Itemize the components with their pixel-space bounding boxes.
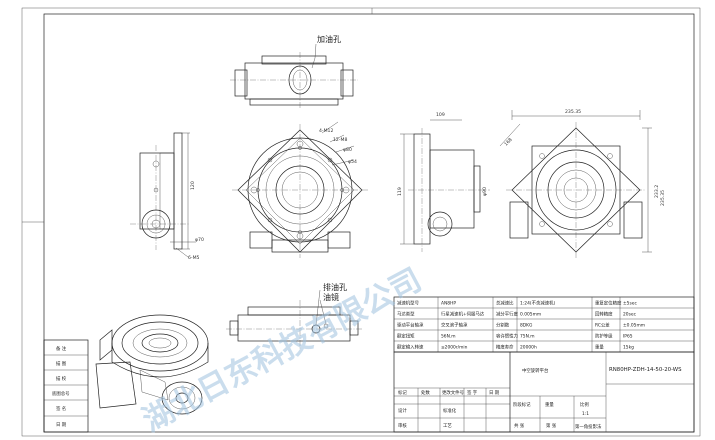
spec-r1-c1: 行星减速机+伺服马达 [441, 311, 485, 318]
spec-r1-c5: 20sec [623, 312, 637, 318]
spec-r1-c0: 马达类型 [397, 311, 415, 318]
tb-row2-c2: 标准化 [443, 407, 457, 414]
spec-table-grid [393, 296, 695, 353]
dim-right-4: 235.35 [660, 190, 666, 206]
spec-r0-c0: 减速机型号 [397, 300, 420, 307]
spec-r2-c2: 分割数 [496, 322, 510, 329]
left-stamp-column [43, 339, 89, 433]
spec-r3-c0: 额定扭矩 [397, 333, 415, 340]
spec-r1-c2: 减分平行度 [496, 311, 519, 318]
spec-r4-c5: 15kg [623, 345, 634, 351]
dim-top: 109 [436, 112, 445, 118]
spec-r0-c4: 重复定位精度 [595, 300, 622, 307]
spec-r0-c3: 1:24(不含减速机) [520, 300, 556, 307]
spec-r3-c2: 容许惯性力 [496, 333, 518, 340]
model-number: RN80HP-ZDH-14-50-20-WS [609, 367, 682, 373]
spec-r0-c1: AN8HP [441, 301, 456, 307]
dim-left-1: 120 [190, 181, 196, 190]
spec-r2-c1: 交叉滚子轴承 [441, 322, 468, 329]
tb-row2-c4: 阶段标记 [513, 401, 531, 408]
spec-r1-c3: 0.005mm [520, 312, 541, 318]
outer-frame [21, 7, 701, 437]
bottom-view [226, 289, 362, 350]
top-view [230, 43, 358, 108]
dim-right-1: 235.35 [565, 109, 581, 115]
stamp-label-0: 备 注 [56, 345, 67, 352]
spec-r4-c3: 20000h [520, 345, 537, 351]
tb-row2-c6: 比例 [580, 401, 589, 408]
spec-r3-c4: 防护等级 [595, 333, 613, 340]
dim-front-3: φ80 [343, 147, 352, 153]
spec-r2-c3: 8DKG [520, 323, 533, 329]
spec-r4-c2: 精度寿命 [496, 344, 514, 351]
spec-r0-c2: 总减速比 [496, 300, 514, 307]
drawing-name: 中空旋转平台 [522, 367, 549, 374]
tb-row1-c1: 处数 [421, 389, 430, 396]
tb-row1-c3: 签 字 [467, 389, 478, 396]
spec-r1-c4: 回转精度 [595, 311, 613, 318]
scale-value: 1:1 [582, 411, 589, 417]
spec-r0-c5: ±5sec [623, 301, 637, 307]
dim-front-2: 12-M8 [333, 137, 347, 143]
tb-row2-c5: 重量 [545, 401, 554, 408]
tb-row1-c0: 标记 [398, 389, 407, 396]
sight-glass-label: 油镜 [323, 292, 339, 302]
drain-hole-label: 排油孔 [323, 282, 347, 292]
dim-right-3: 168 [503, 137, 513, 147]
dim-left-3: 6-M5 [188, 255, 200, 261]
spec-table: 减速机型号 AN8HP 总减速比 1:24(不含减速机) 重复定位精度 ±5se… [397, 300, 645, 351]
fill-hole-label: 加油孔 [317, 34, 341, 44]
spec-r4-c0: 额定输入转速 [397, 344, 424, 351]
tb-row2-c0: 设计 [398, 407, 407, 414]
tb-row3-c0: 审核 [398, 422, 407, 429]
spec-r4-c1: ≤2000r/min [441, 345, 468, 351]
spec-r4-c4: 重量 [595, 344, 604, 351]
tb-row3-c5: 第 张 [546, 422, 557, 429]
dim-right-2: 233.2 [654, 185, 660, 198]
stamp-label-3: 底图总号 [52, 390, 70, 397]
tb-row1-c4: 日 期 [489, 390, 500, 396]
isometric-view [95, 314, 209, 415]
dim-front-1: 4-M12 [319, 128, 333, 134]
spec-r2-c5: ±0.05mm [623, 323, 645, 329]
spec-r3-c5: IP65 [623, 334, 633, 340]
inner-frame [43, 13, 695, 433]
spec-r2-c0: 驱动平台轴承 [397, 322, 424, 329]
front-view [232, 121, 368, 258]
tb-row1-c2: 更改文件号 [442, 389, 465, 396]
spec-r3-c3: 75N.m [520, 334, 535, 340]
company-watermark: 湖北日东科技有限公司 [137, 262, 428, 439]
spec-r3-c1: 56N.m [441, 334, 456, 340]
left-view [130, 132, 196, 258]
tb-row3-c4: 共 张 [514, 422, 525, 429]
stamp-label-5: 日 期 [56, 422, 67, 428]
spec-r2-c4: RC公差 [595, 322, 610, 329]
dim-left-2: φ70 [195, 237, 204, 243]
side-view [400, 128, 490, 252]
stamp-label-1: 描 图 [56, 360, 67, 367]
stamp-label-2: 描 校 [56, 375, 67, 382]
stamp-label-4: 签 名 [56, 405, 66, 412]
dim-front-4: φ54 [348, 159, 357, 165]
dim-side-1: 119 [397, 187, 403, 196]
projection-note: 第一角投影法 [575, 423, 602, 430]
tb-row3-c2: 工艺 [443, 423, 452, 429]
right-view [499, 110, 652, 258]
dim-side-2: φ90 [482, 187, 488, 196]
title-block-grid [393, 351, 695, 433]
